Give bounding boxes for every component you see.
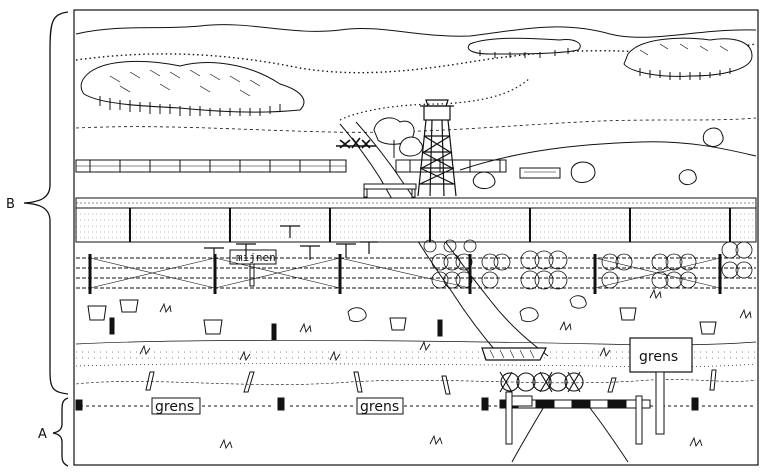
label-a: A <box>38 427 47 442</box>
road-obstacle <box>481 347 547 361</box>
tree-clump-middle <box>467 37 581 58</box>
border-sign-small-1 <box>151 397 201 415</box>
distant-hut <box>519 167 561 179</box>
mines-sign <box>229 249 277 287</box>
tree-stumps <box>87 299 717 335</box>
foreground-road <box>511 399 629 463</box>
outer-fence <box>75 369 757 395</box>
gate-barbed-wire <box>499 371 584 393</box>
concertina-wire <box>423 239 753 290</box>
border-boom-gate <box>499 391 651 445</box>
patrol-road-edge <box>355 121 549 357</box>
border-sign-small-2 <box>356 397 404 415</box>
watch-tower <box>417 99 457 197</box>
distant-hills <box>75 24 757 38</box>
border-sign-large-text: grens <box>639 349 678 365</box>
trees-near-tower <box>373 117 724 189</box>
brace-b <box>23 11 69 395</box>
border-markers <box>75 397 699 411</box>
border-sign-small-1-text: grens <box>155 399 194 415</box>
dotted-road <box>339 77 531 121</box>
tree-clump-left <box>80 60 305 116</box>
barbed-wire-fence <box>76 254 756 294</box>
label-b: B <box>6 197 15 212</box>
marker-posts <box>109 317 443 341</box>
control-strip <box>75 339 757 368</box>
dotted-ridge <box>75 43 757 74</box>
dashed-slope <box>75 117 757 133</box>
inner-wall <box>75 197 757 243</box>
border-sign-small-2-text: grens <box>360 399 399 415</box>
tank-barriers <box>336 137 376 149</box>
road-gate <box>363 183 417 198</box>
right-hill <box>459 141 757 171</box>
tree-clump-right <box>623 37 753 80</box>
border-sign-post <box>655 371 665 435</box>
brace-a <box>52 397 69 467</box>
